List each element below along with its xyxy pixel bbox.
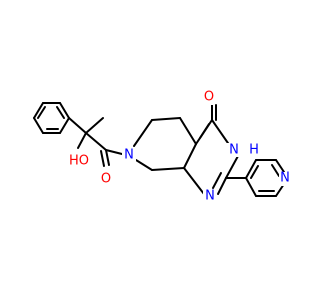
bond: [217, 177, 227, 195]
bond: [212, 172, 222, 189]
label-mask: [203, 189, 217, 203]
hydroxyl-label: HO: [69, 154, 89, 169]
bond: [245, 177, 257, 197]
bond: [133, 119, 153, 147]
label-mask: [224, 143, 244, 157]
label-mask: [279, 172, 293, 186]
bond: [105, 149, 110, 166]
bond: [68, 117, 87, 134]
bond: [271, 164, 280, 177]
bond: [77, 132, 87, 149]
bond: [100, 150, 105, 167]
bond: [105, 149, 123, 155]
bond: [151, 167, 185, 171]
bond: [183, 167, 205, 195]
atom-labels: O N H HO O N N N: [66, 90, 293, 204]
bond: [151, 117, 181, 121]
bond: [33, 117, 44, 134]
bond-lines: [33, 102, 285, 197]
ring-nitrogen-label: N: [124, 148, 134, 163]
bond: [85, 117, 104, 134]
bond: [59, 117, 70, 134]
ketone-oxygen-label: O: [204, 90, 214, 105]
bond: [85, 132, 107, 151]
label-mask: [122, 149, 136, 163]
pyrimidine-nitrogen-label: N: [205, 189, 215, 204]
amide-oxygen-label: O: [101, 172, 111, 187]
molecule-canvas: O N H HO O N N N: [33, 89, 293, 204]
bond: [183, 143, 197, 169]
bond: [179, 117, 197, 145]
bond: [33, 102, 44, 119]
label-mask: [100, 173, 114, 187]
chemical-structure: O N H HO O N N N: [33, 89, 293, 204]
bond: [211, 119, 231, 147]
bond: [245, 159, 257, 179]
bond: [275, 159, 285, 173]
lactam-hydrogen-label: H: [249, 143, 259, 158]
bond: [37, 106, 46, 119]
pyridine-nitrogen-label: N: [280, 171, 290, 186]
bond: [135, 159, 153, 171]
lactam-nitrogen-label: N: [229, 143, 239, 158]
label-mask: [66, 155, 92, 169]
bond: [56, 106, 65, 119]
bond: [225, 155, 239, 179]
label-mask: [203, 91, 215, 105]
bond: [250, 165, 259, 179]
bond: [199, 123, 210, 139]
bond: [59, 102, 70, 119]
